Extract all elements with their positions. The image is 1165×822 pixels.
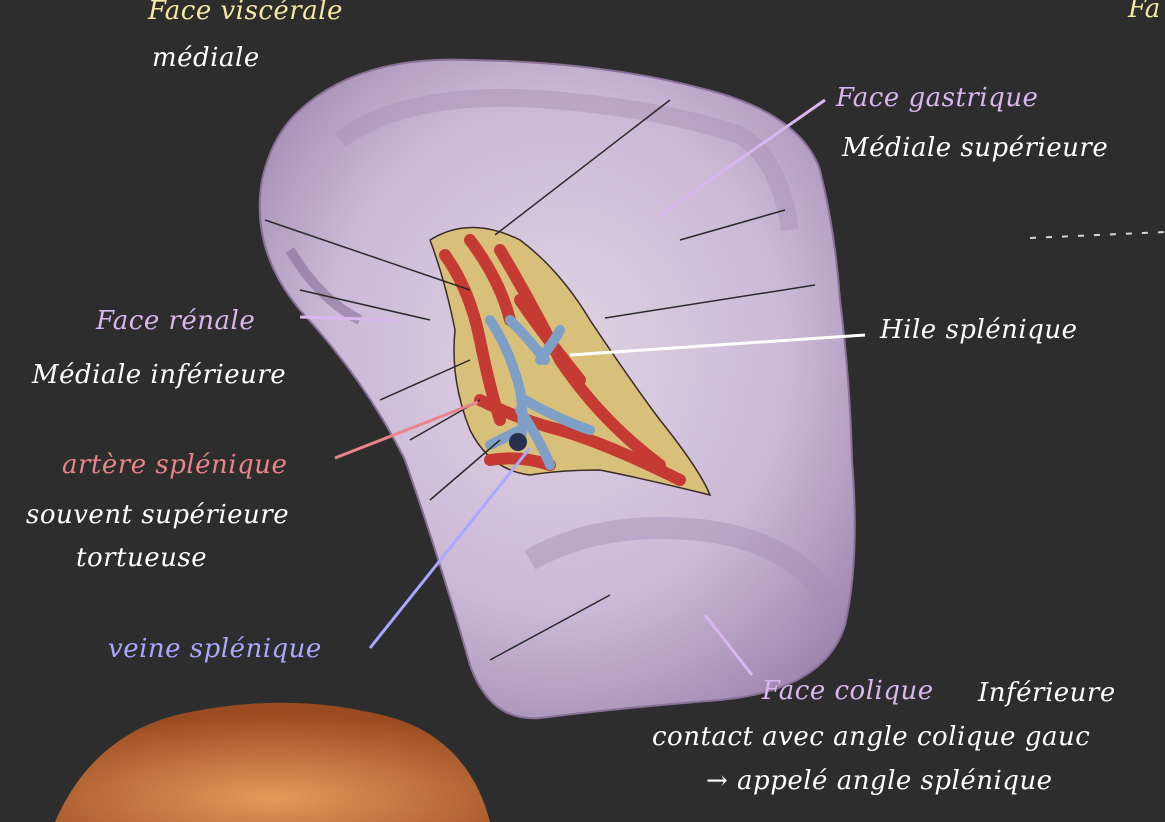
renal-face-title: Face rénale (96, 306, 256, 336)
vein-label: veine splénique (108, 634, 322, 664)
artery-note-2: tortueuse (76, 543, 208, 573)
visceral-face-subtitle: médiale (152, 43, 260, 73)
artery-note-1: souvent supérieure (26, 500, 290, 530)
renal-face-subtitle: Médiale inférieure (32, 360, 287, 390)
adjacent-organ (55, 702, 490, 822)
colic-face-title: Face colique (762, 676, 934, 706)
artery-label: artère splénique (62, 450, 288, 480)
colic-face-position: Inférieure (978, 678, 1116, 708)
gastric-face-subtitle: Médiale supérieure (842, 133, 1109, 163)
vein-branches (485, 315, 595, 470)
top-right-partial-label: Fa (1128, 0, 1161, 24)
gastric-face-title: Face gastrique (836, 83, 1039, 113)
hilum-label: Hile splénique (880, 315, 1078, 345)
artery-branches (439, 234, 686, 486)
colic-face-note-2: → appelé angle splénique (706, 766, 1053, 796)
visceral-face-title: Face viscérale (148, 0, 343, 26)
colic-face-note-1: contact avec angle colique gauc (652, 722, 1091, 752)
